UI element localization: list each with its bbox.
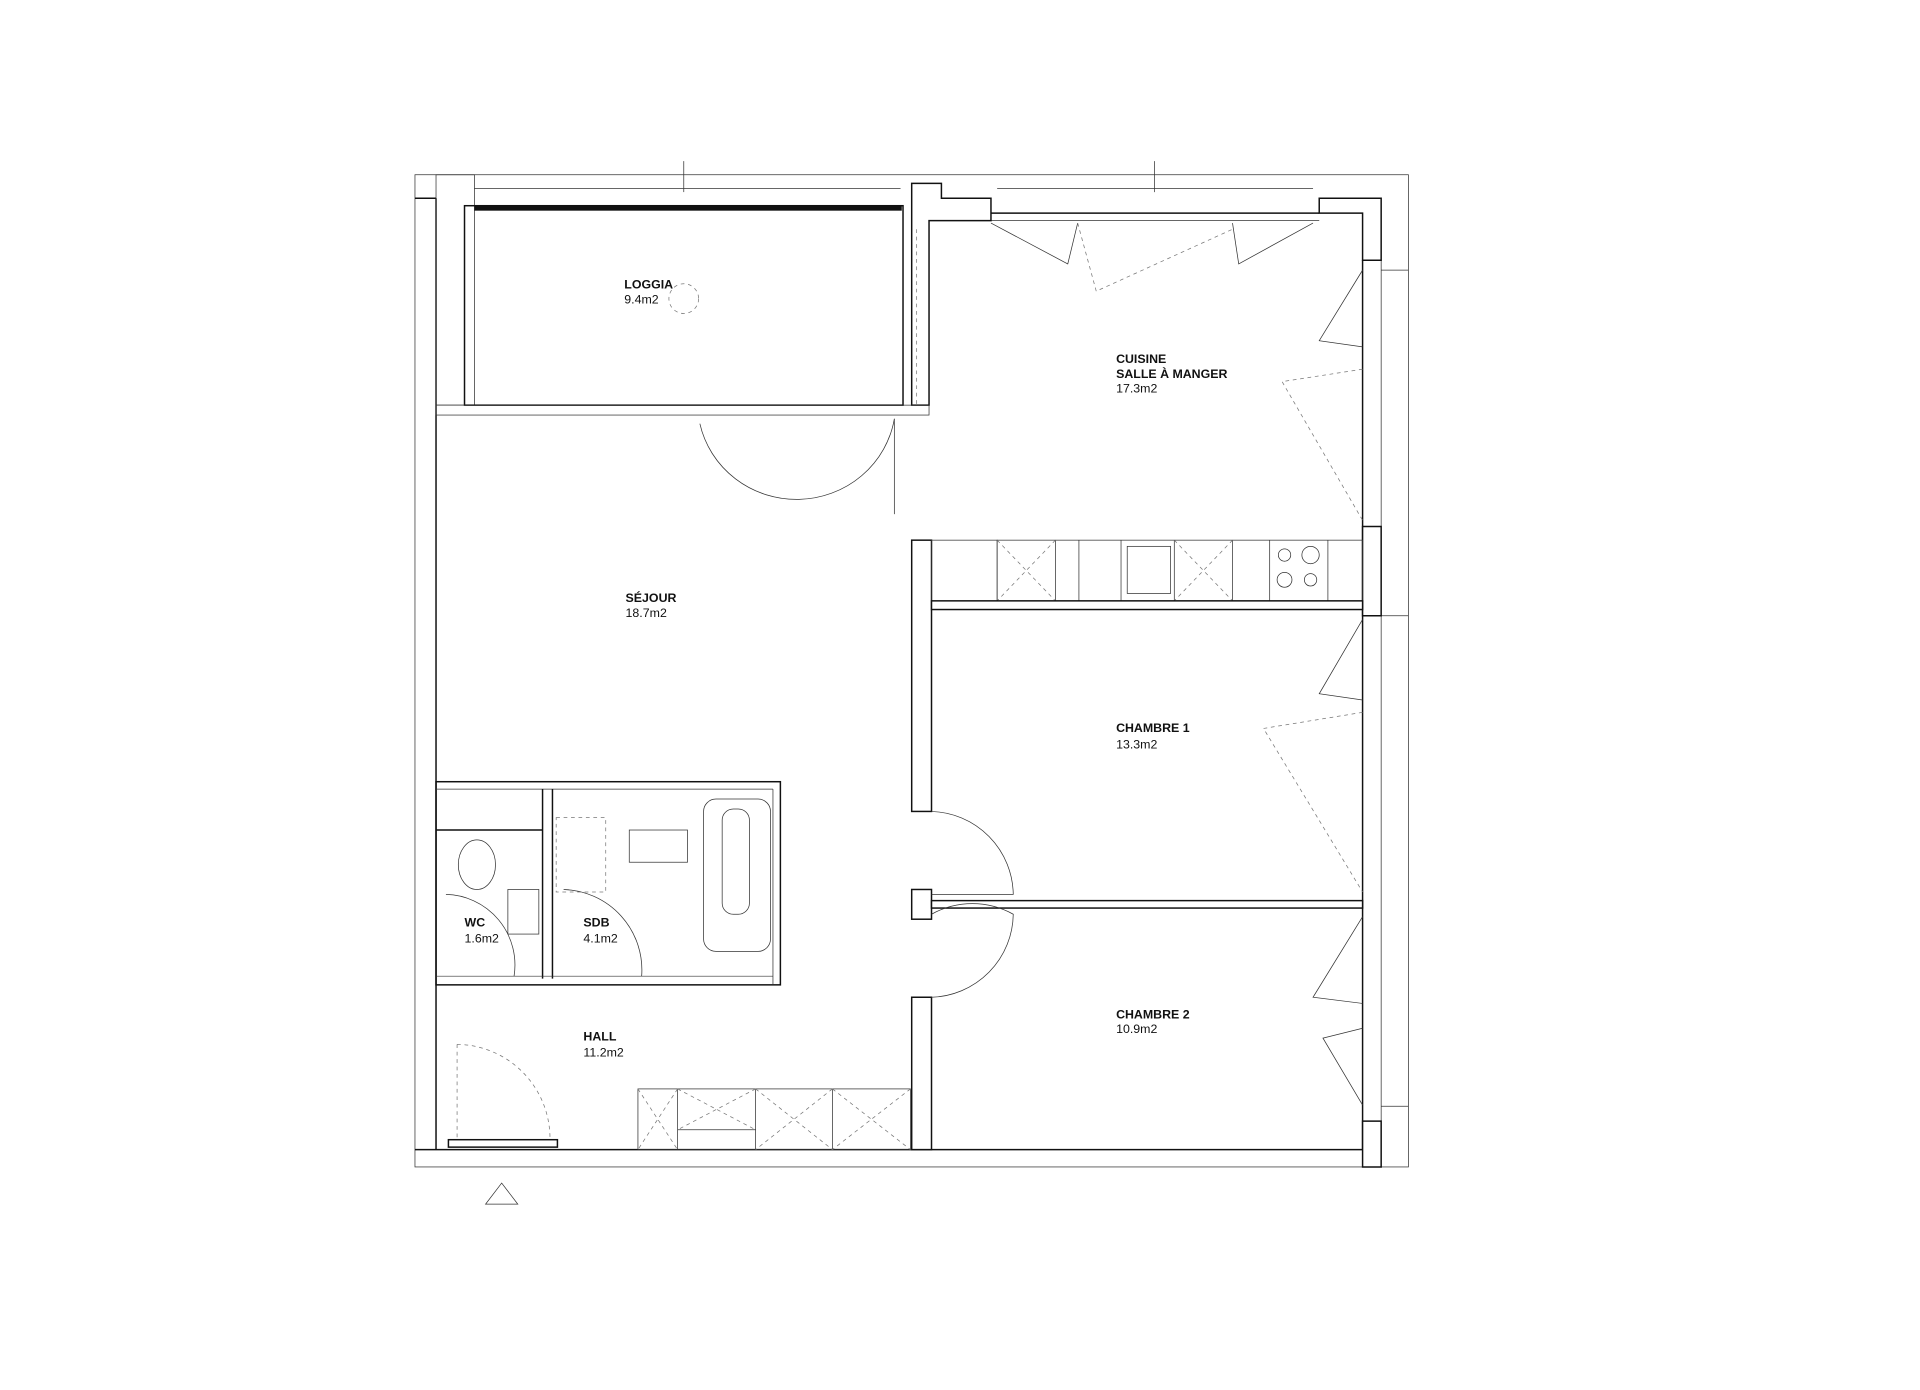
room-area: 13.3m2 <box>1116 737 1157 751</box>
room-name-2: SALLE À MANGER <box>1116 366 1227 381</box>
room-label-wc: WC 1.6m2 <box>465 916 500 946</box>
room-label-sejour: SÉJOUR 18.7m2 <box>626 590 677 620</box>
room-label-hall: HALL 11.2m2 <box>583 1030 623 1060</box>
room-name: CHAMBRE 1 <box>1116 721 1190 735</box>
triangle-entrance-marker-icon <box>484 1182 519 1205</box>
bedroom-walls <box>910 619 1364 1151</box>
room-area: 11.2m2 <box>583 1046 623 1060</box>
room-name: LOGGIA <box>624 278 673 292</box>
room-label-chambre-2: CHAMBRE 2 10.9m2 <box>1116 1007 1190 1036</box>
cooktop-icon <box>1276 545 1320 588</box>
kitchen-counter <box>910 539 1364 813</box>
room-name: WC <box>465 916 486 930</box>
room-label-loggia: LOGGIA 9.4m2 <box>624 278 673 307</box>
sejour-loggia-door[interactable] <box>699 418 895 500</box>
bathroom-block <box>435 780 782 986</box>
room-name: SÉJOUR <box>626 590 677 605</box>
wc-basin-icon <box>507 889 540 935</box>
room-area: 4.1m2 <box>583 932 618 946</box>
bathtub-icon <box>703 798 771 952</box>
room-area: 1.6m2 <box>465 932 500 946</box>
room-area: 18.7m2 <box>626 606 667 620</box>
kitchen-windows[interactable] <box>990 222 1363 521</box>
loggia <box>435 161 1155 416</box>
exterior-walls <box>414 174 1409 1168</box>
room-area: 9.4m2 <box>624 293 659 307</box>
entrance-door[interactable] <box>447 1043 559 1148</box>
sink-icon <box>1126 545 1171 594</box>
wc-door[interactable] <box>445 894 516 977</box>
room-name: HALL <box>583 1030 616 1044</box>
hall-cabinets <box>637 1088 911 1150</box>
room-name: SDB <box>583 916 609 930</box>
washbasin-icon <box>628 829 688 863</box>
toilet-icon <box>457 839 496 890</box>
sdb-door[interactable] <box>563 889 643 977</box>
drain-icon <box>668 283 700 314</box>
room-area: 10.9m2 <box>1116 1022 1157 1036</box>
room-name: CHAMBRE 2 <box>1116 1007 1190 1021</box>
room-area: 17.3m2 <box>1116 382 1157 396</box>
room-label-chambre-1: CHAMBRE 1 13.3m2 <box>1116 721 1190 751</box>
chambre2-door[interactable] <box>931 903 1014 998</box>
chambre1-door[interactable] <box>931 811 1014 895</box>
room-label-cuisine: CUISINE SALLE À MANGER 17.3m2 <box>1116 352 1227 396</box>
room-label-sdb: SDB 4.1m2 <box>583 916 618 946</box>
room-name: CUISINE <box>1116 352 1166 366</box>
